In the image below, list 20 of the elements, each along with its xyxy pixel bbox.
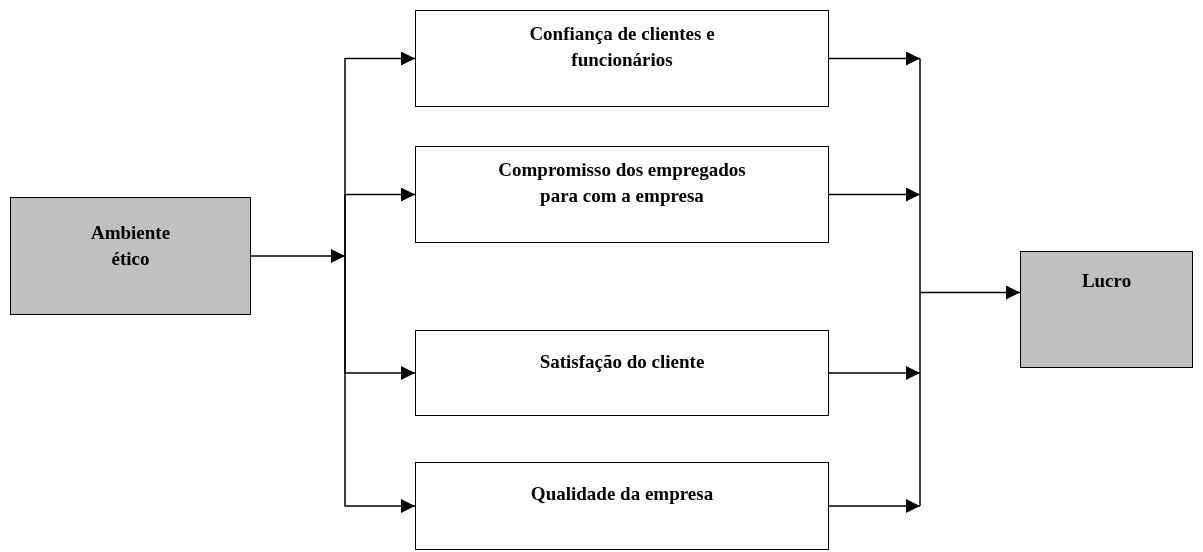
arrow <box>828 51 921 66</box>
arrow <box>828 499 921 513</box>
box-label: Ambiente ético <box>89 221 172 271</box>
arrow <box>828 366 921 380</box>
arrow <box>344 255 416 513</box>
box-label: Confiança de clientes e funcionários <box>528 22 716 72</box>
arrow <box>250 249 346 263</box>
process-box <box>415 146 829 243</box>
process-box <box>1020 251 1193 368</box>
process-box <box>415 10 829 107</box>
arrow <box>828 187 921 202</box>
box-label: Compromisso dos empregados para com a empresa <box>497 158 747 208</box>
process-box <box>415 462 829 550</box>
arrow <box>919 57 1021 507</box>
arrow <box>344 187 416 257</box>
box-label: Satisfação do cliente <box>539 350 705 374</box>
process-box <box>10 197 251 315</box>
process-box <box>415 330 829 416</box>
box-label: Lucro <box>1081 269 1132 293</box>
box-label: Qualidade da empresa <box>530 482 714 506</box>
